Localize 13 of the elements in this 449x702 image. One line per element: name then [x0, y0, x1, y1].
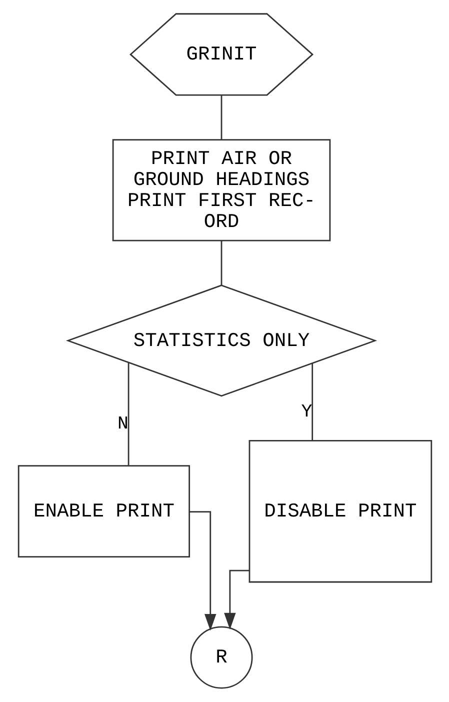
node-box: ENABLE PRINT: [17, 465, 190, 558]
node-box: PRINT AIR OR GROUND HEADINGS PRINT FIRST REC- ORD: [112, 139, 330, 242]
edge-label: Y: [300, 402, 312, 422]
node-box: DISABLE PRINT: [248, 440, 432, 583]
node-circle: R: [190, 626, 252, 689]
connector: [220, 240, 222, 286]
connector: [311, 363, 313, 441]
edge-label: N: [116, 414, 128, 435]
connector: [127, 362, 129, 466]
arrow: [188, 511, 216, 631]
connector: [220, 95, 222, 140]
arrow: [224, 570, 249, 630]
node-diamond: STATISTICS ONLY: [65, 284, 377, 397]
